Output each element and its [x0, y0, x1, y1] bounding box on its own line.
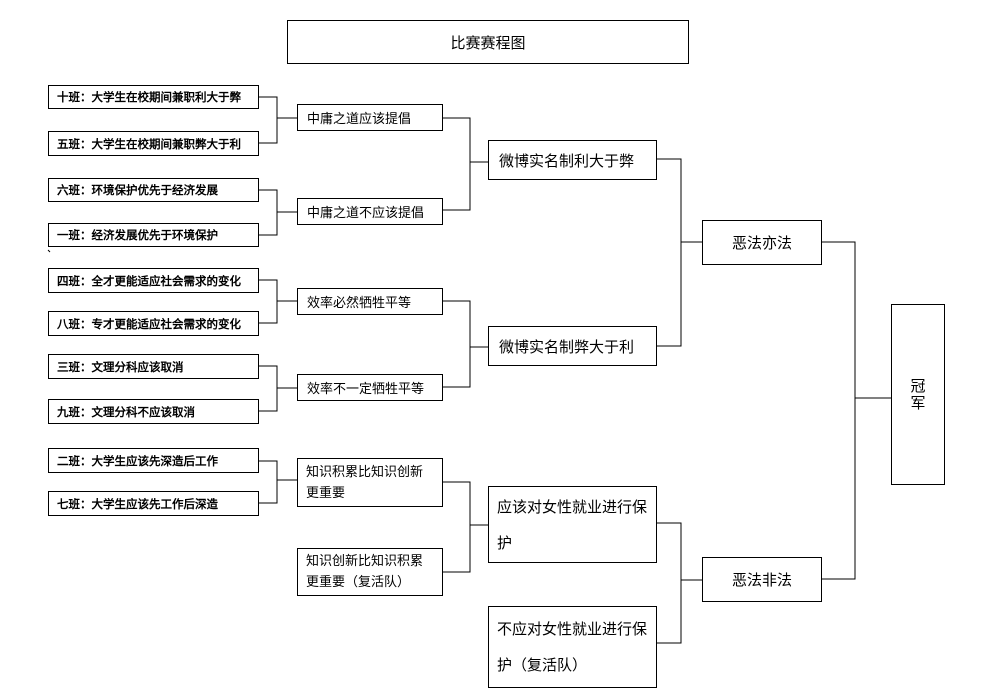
- round3-topic-3: 应该对女性就业进行保护: [488, 486, 657, 563]
- semifinal-topic-1: 恶法亦法: [702, 220, 822, 265]
- round1-team-1: 十班：大学生在校期间兼职利大于弊: [48, 85, 259, 109]
- round2-topic-3: 效率必然牺牲平等: [297, 288, 443, 315]
- round3-label: 微博实名制利大于弊: [499, 151, 635, 170]
- round2-topic-4: 效率不一定牺牲平等: [297, 374, 443, 401]
- round2-topic-1: 中庸之道应该提倡: [297, 104, 443, 131]
- bracket-title: 比赛赛程图: [287, 20, 689, 64]
- round1-team-8: 九班：文理分科不应该取消: [48, 399, 259, 424]
- champion-box: 冠军: [891, 304, 945, 485]
- round1-label: 二班：大学生应该先深造后工作: [57, 453, 218, 468]
- round1-team-9: 二班：大学生应该先深造后工作: [48, 448, 259, 473]
- stray-mark: [47, 249, 51, 253]
- round2-label: 中庸之道应该提倡: [307, 112, 412, 127]
- round1-team-2: 五班：大学生在校期间兼职弊大于利: [48, 131, 259, 156]
- round2-label: 中庸之道不应该提倡: [307, 206, 425, 221]
- semifinal-label: 恶法亦法: [731, 234, 792, 252]
- round1-label: 八班：专才更能适应社会需求的变化: [57, 316, 241, 331]
- round3-label: 应该对女性就业进行保护: [497, 497, 648, 552]
- round2-label: 效率必然牺牲平等: [307, 296, 412, 311]
- round3-label: 不应对女性就业进行保护（复活队）: [497, 620, 648, 674]
- round1-label: 五班：大学生在校期间兼职弊大于利: [57, 136, 241, 151]
- round2-topic-5: 知识积累比知识创新更重要: [297, 458, 443, 507]
- round1-team-10: 七班：大学生应该先工作后深造: [48, 491, 259, 516]
- champion-label: 冠军: [908, 377, 927, 412]
- round1-label: 三班：文理分科应该取消: [57, 359, 184, 374]
- round3-topic-4: 不应对女性就业进行保护（复活队）: [488, 606, 657, 688]
- round2-topic-2: 中庸之道不应该提倡: [297, 198, 443, 225]
- round1-team-3: 六班：环境保护优先于经济发展: [48, 178, 259, 202]
- round1-team-7: 三班：文理分科应该取消: [48, 354, 259, 379]
- round1-team-4: 一班：经济发展优先于环境保护: [48, 223, 259, 247]
- round3-topic-1: 微博实名制利大于弊: [488, 140, 657, 180]
- round3-topic-2: 微博实名制弊大于利: [488, 326, 657, 366]
- round1-label: 九班：文理分科不应该取消: [57, 404, 195, 419]
- title-text: 比赛赛程图: [450, 33, 526, 52]
- round2-topic-6: 知识创新比知识积累更重要（复活队）: [297, 548, 443, 596]
- round1-team-5: 四班：全才更能适应社会需求的变化: [48, 268, 259, 293]
- round1-label: 十班：大学生在校期间兼职利大于弊: [57, 90, 241, 104]
- round1-label: 七班：大学生应该先工作后深造: [57, 496, 218, 511]
- round2-label: 知识积累比知识创新更重要: [306, 464, 424, 501]
- semifinal-topic-2: 恶法非法: [702, 557, 822, 602]
- round3-label: 微博实名制弊大于利: [499, 337, 635, 356]
- round2-label: 效率不一定牺牲平等: [307, 382, 425, 397]
- round1-label: 四班：全才更能适应社会需求的变化: [57, 273, 241, 288]
- round1-label: 六班：环境保护优先于经济发展: [57, 183, 218, 197]
- semifinal-label: 恶法非法: [731, 571, 792, 589]
- round2-label: 知识创新比知识积累更重要（复活队）: [306, 554, 424, 590]
- round1-team-6: 八班：专才更能适应社会需求的变化: [48, 311, 259, 336]
- round1-label: 一班：经济发展优先于环境保护: [57, 228, 218, 242]
